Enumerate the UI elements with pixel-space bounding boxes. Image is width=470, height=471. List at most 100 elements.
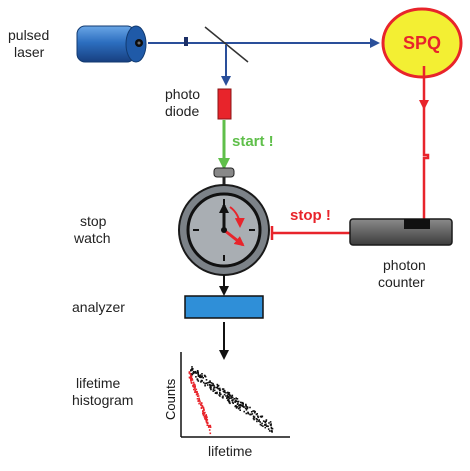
histogram-point — [209, 381, 211, 384]
histogram-point — [201, 405, 204, 407]
histogram-point — [245, 405, 247, 407]
histogram-point — [196, 398, 199, 400]
histogram-point — [229, 394, 231, 397]
histogram-y-label: Counts — [163, 378, 178, 420]
histogram-point — [259, 421, 261, 423]
label-lifetime: lifetime — [76, 375, 121, 391]
histogram-point — [240, 401, 242, 404]
histogram-point — [269, 421, 272, 423]
histogram-point — [191, 373, 193, 376]
histogram-point — [218, 388, 220, 390]
label-watch: watch — [73, 230, 111, 246]
histogram-point — [256, 420, 258, 423]
histogram-point — [196, 371, 199, 373]
histogram-point — [237, 401, 239, 403]
histogram-point — [228, 392, 231, 394]
histogram-point — [234, 400, 236, 402]
histogram-point — [231, 394, 233, 397]
histogram-point — [198, 397, 200, 400]
histogram-point — [235, 405, 237, 408]
histogram-point — [226, 394, 229, 397]
label-pulsed: pulsed — [8, 27, 49, 43]
histogram-point — [201, 373, 203, 375]
histogram-point — [194, 384, 196, 387]
histogram-point — [234, 405, 236, 408]
histogram-point — [219, 387, 221, 390]
histogram-point — [255, 413, 258, 416]
histogram-point — [252, 415, 255, 418]
histogram-point — [269, 424, 272, 426]
sample-label: SPQ — [403, 33, 441, 53]
histogram-point — [265, 423, 267, 425]
histogram-point — [226, 397, 228, 399]
histogram-point — [253, 416, 256, 418]
histogram-point — [235, 407, 238, 409]
histogram-point — [245, 403, 247, 406]
histogram-point — [216, 383, 219, 386]
histogram-point — [236, 400, 238, 403]
histogram-point — [207, 426, 210, 428]
histogram-point — [265, 419, 268, 421]
histogram-point — [240, 404, 242, 406]
histogram-point — [258, 420, 260, 422]
histogram-point — [264, 423, 266, 426]
histogram-point — [193, 388, 195, 391]
histogram-point — [198, 402, 200, 405]
histogram-point — [253, 418, 255, 421]
histogram-point — [236, 403, 239, 406]
histogram-point — [222, 390, 225, 392]
histogram-point — [200, 406, 203, 409]
histogram-point — [191, 369, 194, 371]
histogram-point — [227, 391, 229, 394]
histogram-point — [234, 401, 236, 403]
histogram-point — [216, 392, 218, 395]
histogram-point — [252, 417, 255, 420]
histogram-point — [191, 366, 193, 368]
histogram-point — [210, 384, 212, 387]
histogram-point — [205, 414, 207, 416]
histogram-point — [223, 393, 226, 396]
histogram-point — [231, 401, 234, 403]
histogram-point — [195, 372, 197, 374]
stop-label: stop ! — [290, 207, 331, 224]
histogram-point — [197, 380, 200, 382]
histogram-point — [231, 399, 234, 402]
histogram-point — [198, 398, 200, 401]
histogram-point — [227, 393, 229, 396]
histogram-point — [239, 404, 241, 406]
histogram-point — [201, 406, 204, 408]
histogram-point — [191, 378, 193, 381]
histogram-point — [192, 381, 195, 384]
histogram-point — [228, 393, 231, 396]
histogram-point — [202, 412, 204, 415]
histogram-point — [241, 404, 243, 407]
histogram-point — [202, 408, 205, 410]
histogram-point — [192, 372, 195, 374]
histogram-point — [192, 384, 194, 387]
histogram-point — [205, 420, 208, 423]
photodiode-icon — [217, 88, 232, 120]
histogram-point — [200, 381, 202, 383]
histogram-point — [267, 428, 270, 430]
histogram-point — [206, 416, 208, 419]
histogram-point — [212, 390, 214, 392]
histogram-point — [250, 413, 252, 416]
histogram-point — [257, 415, 259, 417]
histogram-point — [197, 395, 200, 397]
histogram-point — [245, 409, 248, 411]
histogram-point — [236, 398, 239, 400]
histogram-point — [204, 415, 207, 417]
histogram-point — [241, 405, 244, 408]
histogram-point — [205, 379, 208, 381]
pulsed-laser-icon — [76, 25, 147, 63]
histogram-point — [245, 412, 248, 415]
histogram-point — [204, 374, 206, 377]
label-laser: laser — [14, 44, 45, 60]
histogram-point — [239, 406, 241, 408]
histogram-point — [190, 377, 193, 379]
histogram-point — [271, 431, 273, 433]
histogram-point — [190, 369, 192, 372]
histogram-point — [195, 376, 197, 378]
histogram-point — [243, 406, 245, 408]
histogram-point — [192, 385, 194, 388]
